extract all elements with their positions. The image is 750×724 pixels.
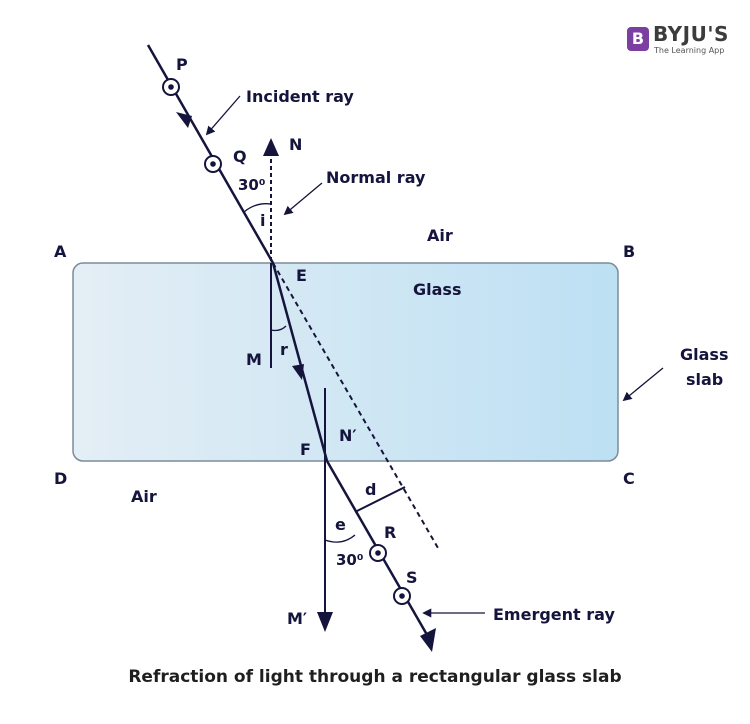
logo-name: BYJU'S: [653, 22, 729, 46]
normal-arrow-n: [263, 138, 279, 156]
angle-label-r: r: [280, 340, 288, 359]
pin-s: [393, 587, 411, 605]
label-s: S: [406, 568, 418, 587]
label-c: C: [623, 469, 635, 488]
refracted-ray-line: [271, 262, 329, 462]
medium-air-bottom: Air: [131, 487, 157, 506]
medium-glass: Glass: [413, 280, 461, 299]
byjus-logo: B BYJU'S The Learning App: [627, 22, 747, 58]
diagram-caption: Refraction of light through a rectangula…: [128, 667, 622, 687]
incident-ray-callout-arrow: [205, 95, 241, 136]
label-m: M: [246, 350, 262, 369]
label-q: Q: [233, 147, 247, 166]
callout-incident-ray: Incident ray: [246, 87, 354, 106]
label-r: R: [384, 523, 396, 542]
incident-ray-arrow: [176, 112, 192, 128]
medium-air-top: Air: [427, 226, 453, 245]
angle-value-incident: 30⁰: [238, 176, 265, 194]
refracted-ray-arrow: [292, 364, 304, 380]
label-b: B: [623, 242, 635, 261]
label-m-prime: M′: [287, 609, 307, 628]
angle-arc-emergence: [324, 534, 356, 543]
label-n-prime: N′: [339, 426, 357, 445]
incident-extension-dashed: [272, 262, 439, 549]
normal-arrow-m-prime: [317, 612, 333, 632]
label-p: P: [176, 55, 188, 74]
angle-label-e: e: [335, 515, 346, 534]
displacement-d-line: [354, 486, 406, 513]
angle-arc-incidence: [243, 203, 272, 213]
normal-ray-callout-arrow: [283, 182, 323, 216]
callout-emergent-ray: Emergent ray: [493, 605, 615, 624]
incident-ray-line: [146, 44, 275, 264]
displacement-label-d: d: [365, 480, 376, 499]
pin-p: [162, 78, 180, 96]
angle-arc-refraction: [270, 325, 287, 332]
callout-normal-ray: Normal ray: [326, 168, 426, 187]
logo-badge: B: [627, 27, 649, 51]
label-e: E: [296, 266, 307, 285]
label-f: F: [300, 440, 311, 459]
angle-label-i: i: [260, 211, 265, 230]
callout-glass-slab-line1: Glass: [680, 345, 728, 364]
glass-slab-callout-arrow: [622, 367, 664, 402]
logo-tagline: The Learning App: [654, 46, 725, 55]
label-a: A: [54, 242, 67, 261]
angle-value-emergent: 30⁰: [336, 551, 363, 569]
label-d-corner: D: [54, 469, 67, 488]
callout-glass-slab-line2: slab: [686, 370, 723, 389]
pin-q: [204, 155, 222, 173]
pin-r: [369, 544, 387, 562]
emergent-ray-arrow: [420, 628, 436, 652]
label-n: N: [289, 135, 302, 154]
glass-slab: [72, 262, 619, 462]
